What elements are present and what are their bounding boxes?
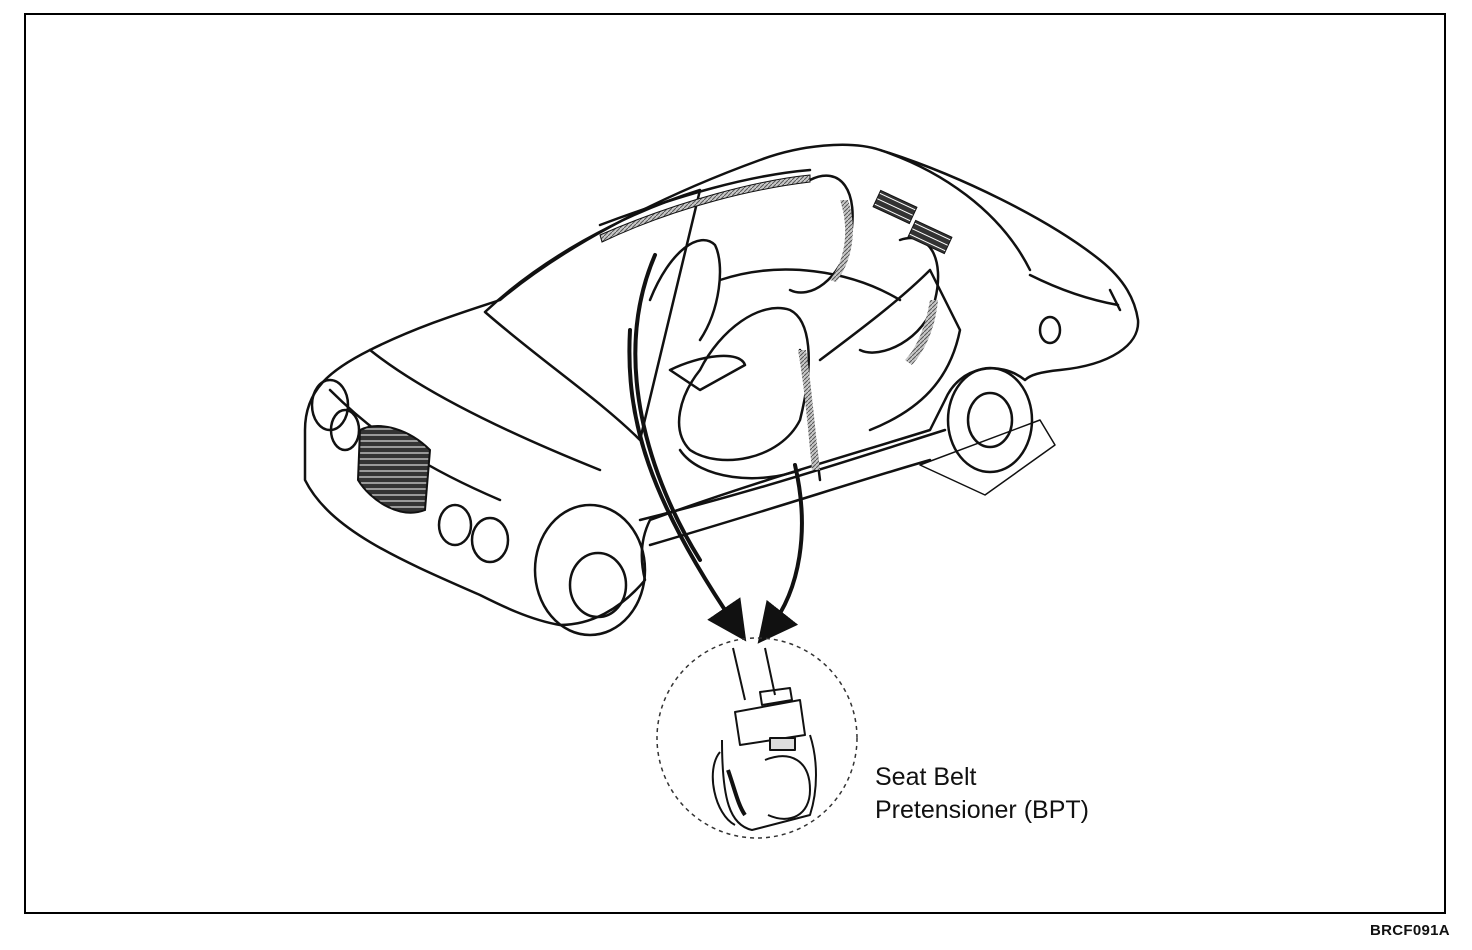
arrow-from-front-pillar [633,253,702,562]
center-console [668,354,747,392]
rear-wheel [946,366,1034,474]
fuel-door [1038,315,1062,345]
front-seat-base [678,448,802,480]
side-sill [638,428,947,522]
rear-seat-cushion [718,268,902,302]
tail-light [1108,288,1122,312]
hood-line [368,348,602,472]
b-pillar-highlight [798,350,820,470]
rear-seat-left [788,174,854,294]
callout-label-line2: Pretensioner (BPT) [875,796,1089,824]
headlight-outer [310,378,350,432]
rear-door-frame [818,268,962,432]
front-wheel [533,503,647,637]
windshield [483,188,702,442]
arrow-from-b-pillar [757,463,804,644]
callout-circle [656,637,858,839]
rear-vent-1 [872,189,918,225]
side-sill-2 [648,458,932,547]
rear-window [878,148,1032,272]
front-wheel-hub [568,551,628,619]
foglight-outer [437,503,473,547]
grille [356,425,432,514]
rear-wheel-hub [966,391,1014,449]
front-seat [677,306,810,462]
car-body-outline [303,143,1140,627]
foglight-inner [470,516,510,564]
callout-label-line1: Seat Belt [875,763,977,791]
c-pillar-highlight [905,300,938,365]
trunk-line [1028,273,1120,307]
diagram-frame [24,13,1446,914]
arrow-from-driver-side [627,328,747,642]
figure-code: BRCF091A [1370,922,1450,939]
pretensioner-detail [711,647,817,831]
rear-seat-highlight [830,200,853,282]
ramp [919,419,1056,496]
roof-line [598,168,812,227]
headliner-strip [599,174,811,243]
rear-vent-2 [907,219,953,255]
driver-seat [648,239,722,342]
